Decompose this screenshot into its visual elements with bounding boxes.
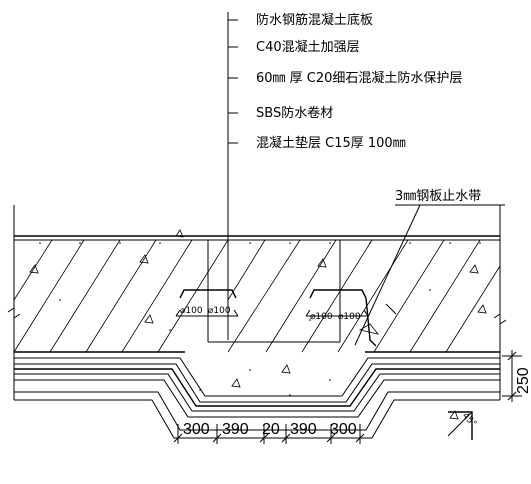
dim-20-center: 20 — [262, 421, 280, 438]
depth-dimension — [502, 350, 522, 402]
waterstop-leader — [354, 204, 421, 346]
rebar-left — [175, 289, 239, 317]
slope-marker — [447, 411, 473, 440]
waterstop-label: 3㎜钢板止水带 — [395, 189, 481, 204]
layer-label-slab: 防水钢筋混凝土底板 — [256, 12, 373, 28]
dim-390-left: 390 — [222, 421, 249, 438]
layer-label-c40: C40混凝土加强层 — [256, 39, 360, 55]
layer-label-c20: 60㎜ 厚 C20细石混凝土防水保护层 — [256, 70, 462, 86]
rebar-mark-right-a: ⌀100 — [310, 312, 333, 322]
label-ticks — [228, 19, 238, 144]
rebar-mark-right-b: ⌀100 — [338, 312, 361, 322]
layer-label-sbs: SBS防水卷材 — [256, 105, 333, 121]
layer-bands — [14, 357, 500, 439]
slope-angle-text: 45° — [460, 411, 478, 429]
depth-dimension-text: 250 — [515, 367, 531, 394]
rebar-mark-left-b: ⌀100 — [208, 306, 231, 316]
dim-300-right: 300 — [330, 421, 357, 438]
dim-300-left: 300 — [183, 421, 210, 438]
steel-waterstop — [358, 297, 397, 347]
break-mark-left — [7, 307, 21, 319]
pit-outline — [207, 240, 341, 343]
concrete-hatch — [13, 239, 501, 353]
dim-390-right: 390 — [290, 421, 317, 438]
layer-label-c15: 混凝土垫层 C15厚 100㎜ — [256, 135, 406, 151]
aggregate-triangles — [29, 229, 487, 420]
slab-outline — [13, 205, 501, 400]
aggregate-dots — [39, 242, 481, 396]
break-mark-right — [493, 313, 507, 325]
bottom-dimension-chain — [173, 424, 365, 444]
rebar-mark-left-a: ⌀100 — [180, 306, 203, 316]
